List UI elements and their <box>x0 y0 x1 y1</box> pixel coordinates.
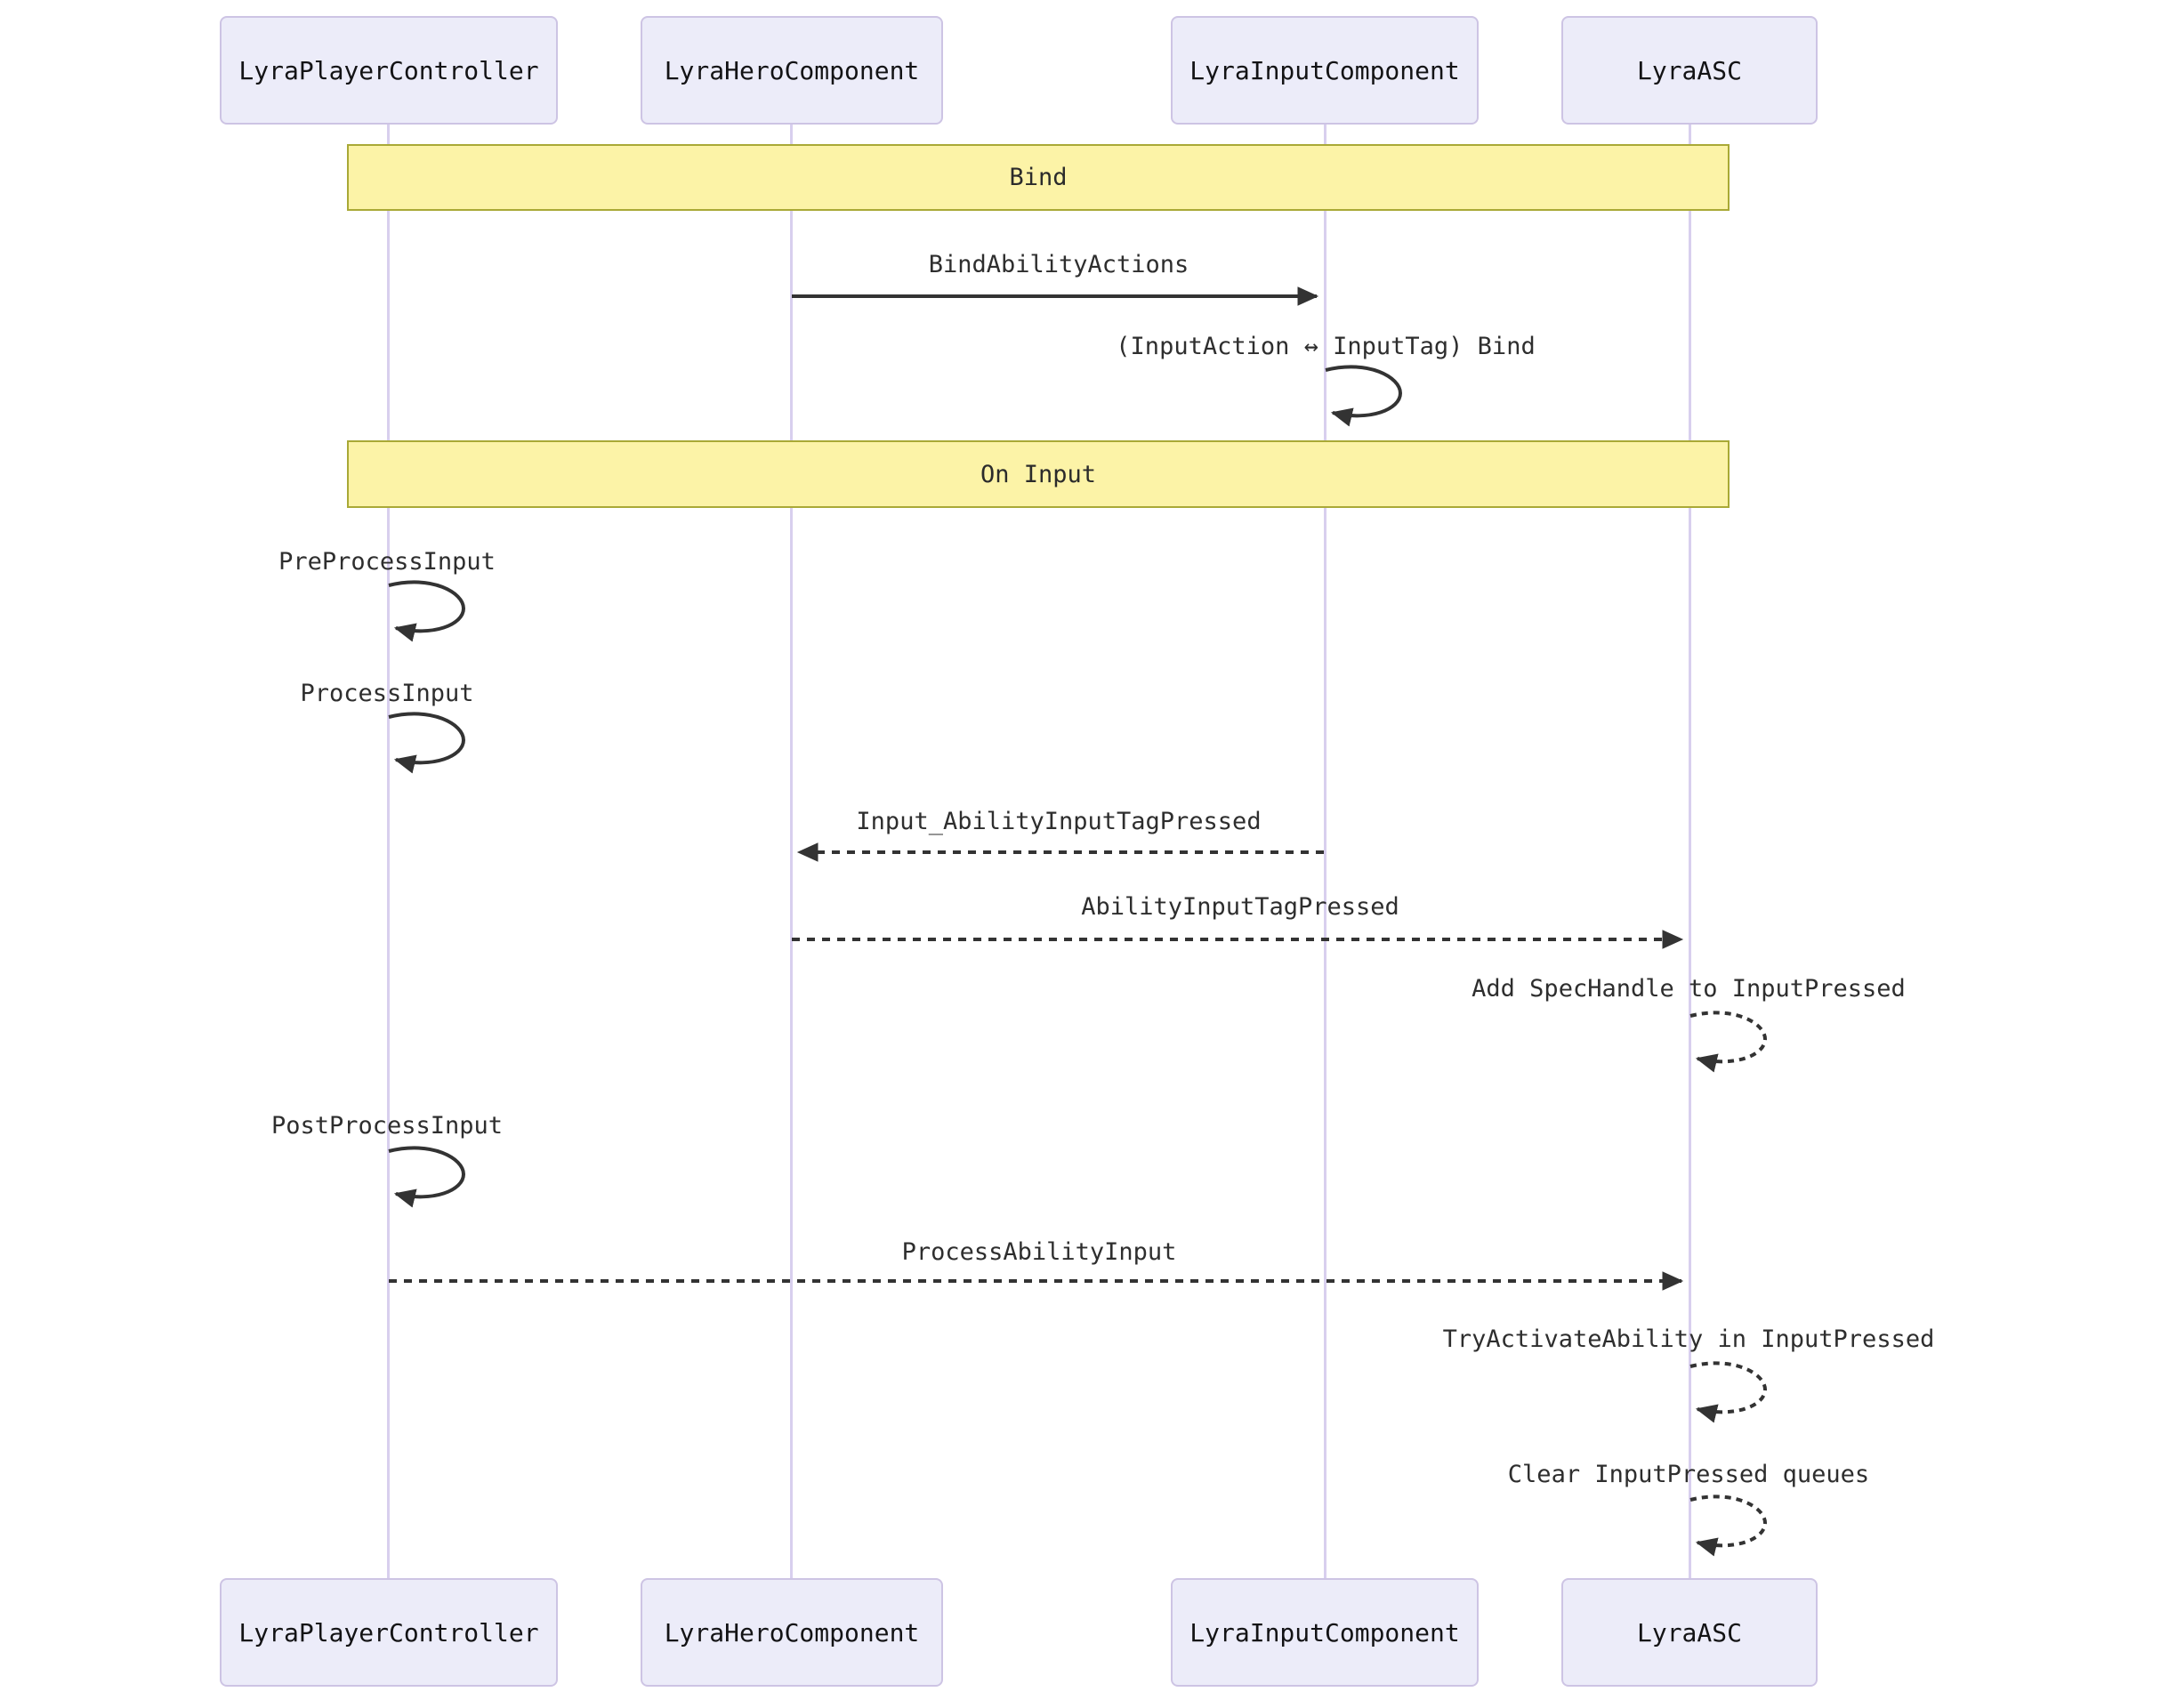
self-loop-inputaction-inputtag-bind <box>1325 365 1403 427</box>
lifeline-lyraasc <box>1689 125 1691 1578</box>
message-label-inputaction-inputtag-bind: (InputAction ↔ InputTag) Bind <box>1116 333 1536 360</box>
message-label-preprocessinput: PreProcessInput <box>278 548 496 576</box>
participant-label: LyraInputComponent <box>1189 55 1460 85</box>
section-label-on-input: On Input <box>980 460 1097 488</box>
section-band-bind: Bind <box>347 144 1730 211</box>
lifeline-lyrainputcomponent <box>1324 125 1326 1578</box>
lifeline-lyraherocomponent <box>790 125 793 1578</box>
message-label-abilityinputtagpressed: AbilityInputTagPressed <box>1081 893 1399 921</box>
participant-label: LyraInputComponent <box>1189 1617 1460 1648</box>
message-label-processabilityinput: ProcessAbilityInput <box>901 1238 1177 1266</box>
participant-lyraplayercontroller-top: LyraPlayerController <box>220 16 558 125</box>
self-loop-postprocessinput <box>388 1146 466 1208</box>
self-loop-add-spechandle <box>1689 1011 1768 1073</box>
participant-lyrainputcomponent-top: LyraInputComponent <box>1171 16 1479 125</box>
participant-label: LyraPlayerController <box>238 55 539 85</box>
participant-lyraasc-bottom: LyraASC <box>1561 1578 1818 1687</box>
message-label-add-spechandle: Add SpecHandle to InputPressed <box>1472 975 1906 1003</box>
participant-label: LyraHeroComponent <box>664 1617 920 1648</box>
message-label-processinput: ProcessInput <box>300 680 474 707</box>
message-label-input-abilityinputtagpressed: Input_AbilityInputTagPressed <box>856 808 1262 835</box>
participant-label: LyraPlayerController <box>238 1617 539 1648</box>
section-band-on-input: On Input <box>347 440 1730 508</box>
self-loop-clear-inputpressed <box>1689 1494 1768 1557</box>
message-label-clear-inputpressed: Clear InputPressed queues <box>1507 1461 1870 1488</box>
self-loop-preprocessinput <box>388 580 466 642</box>
self-loop-processinput <box>388 712 466 774</box>
participant-lyrainputcomponent-bottom: LyraInputComponent <box>1171 1578 1479 1687</box>
participant-label: LyraASC <box>1636 55 1742 85</box>
participant-lyraherocomponent-top: LyraHeroComponent <box>641 16 943 125</box>
section-label-bind: Bind <box>1009 164 1068 191</box>
self-loop-tryactivateability <box>1689 1361 1768 1423</box>
message-label-postprocessinput: PostProcessInput <box>270 1112 504 1140</box>
participant-lyraplayercontroller-bottom: LyraPlayerController <box>220 1578 558 1687</box>
lifeline-lyraplayercontroller <box>387 125 390 1578</box>
participant-label: LyraHeroComponent <box>664 55 920 85</box>
message-label-tryactivateability: TryActivateAbility in InputPressed <box>1442 1325 1935 1353</box>
message-label-bindabilityactions: BindAbilityActions <box>928 251 1189 278</box>
participant-lyraherocomponent-bottom: LyraHeroComponent <box>641 1578 943 1687</box>
participant-label: LyraASC <box>1636 1617 1742 1648</box>
participant-lyraasc-top: LyraASC <box>1561 16 1818 125</box>
